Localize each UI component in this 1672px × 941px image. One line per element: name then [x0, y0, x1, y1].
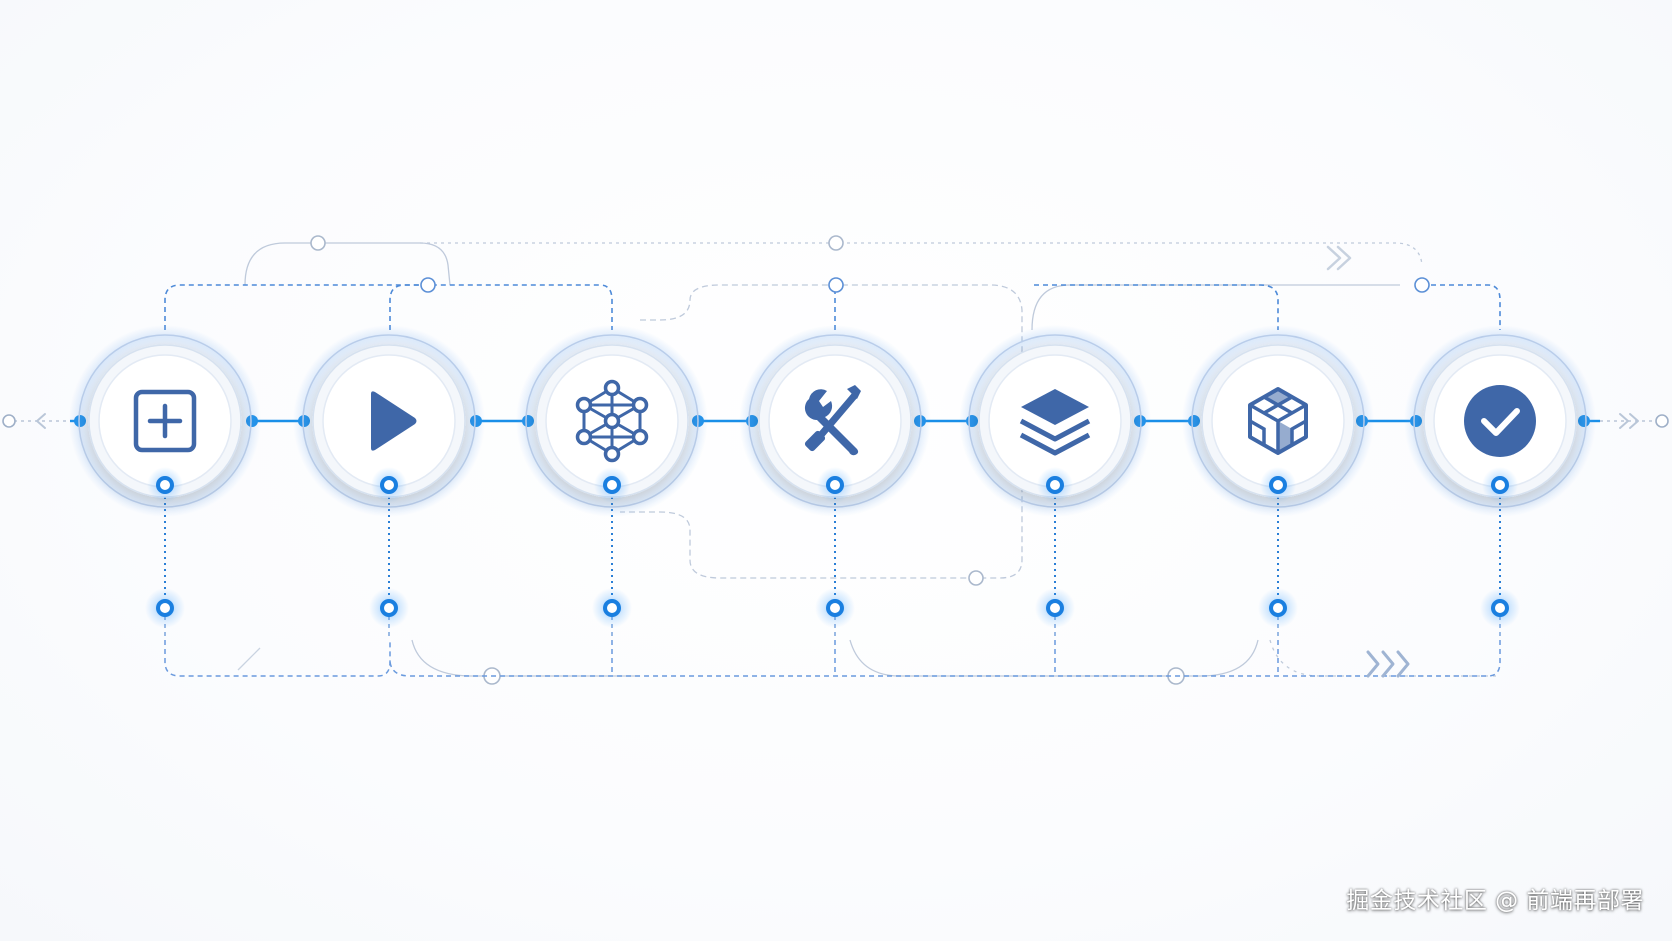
- step-outer-ring: [968, 334, 1142, 508]
- lower-dashed-bus: [164, 640, 1501, 677]
- play-icon: [371, 391, 417, 451]
- lower-node: [826, 599, 844, 617]
- step-anchor: [1269, 476, 1287, 494]
- step-7[interactable]: [1404, 325, 1596, 517]
- lower-node: [1269, 599, 1287, 617]
- lower-node: [1491, 599, 1509, 617]
- lower-node: [603, 599, 621, 617]
- step-outer-ring: [748, 334, 922, 508]
- route-nodes: [310, 235, 1430, 685]
- step-anchor: [603, 476, 621, 494]
- watermark: 掘金技术社区 @ 前端再部署: [1346, 888, 1644, 914]
- pipeline-ends: [2, 414, 1669, 428]
- step-anchor: [1046, 476, 1064, 494]
- step-outer-ring: [1413, 334, 1587, 508]
- step-outer-ring: [1191, 334, 1365, 508]
- lower-node: [156, 599, 174, 617]
- step-6[interactable]: [1182, 325, 1374, 517]
- step-outer-ring: [78, 334, 252, 508]
- step-outer-ring: [525, 334, 699, 508]
- plus-square-icon: [133, 389, 197, 453]
- step-anchor: [156, 476, 174, 494]
- check-circle-icon: [1464, 385, 1536, 457]
- step-4[interactable]: [739, 325, 931, 517]
- network-icon: [575, 379, 649, 463]
- step-anchor: [1491, 476, 1509, 494]
- step-outer-ring: [302, 334, 476, 508]
- step-1[interactable]: [69, 325, 261, 517]
- step-nodes: [69, 325, 1596, 517]
- lower-node: [380, 599, 398, 617]
- cubes-icon: [1248, 387, 1308, 455]
- lower-node: [1046, 599, 1064, 617]
- layers-icon: [1019, 389, 1091, 456]
- step-2[interactable]: [293, 325, 485, 517]
- step-anchor: [380, 476, 398, 494]
- step-3[interactable]: [516, 325, 708, 517]
- wrench-screwdriver-icon: [804, 385, 861, 456]
- upper-dashed-connectors: [164, 284, 1501, 330]
- step-5[interactable]: [959, 325, 1151, 517]
- step-anchor: [826, 476, 844, 494]
- vertical-drops: [145, 485, 1520, 640]
